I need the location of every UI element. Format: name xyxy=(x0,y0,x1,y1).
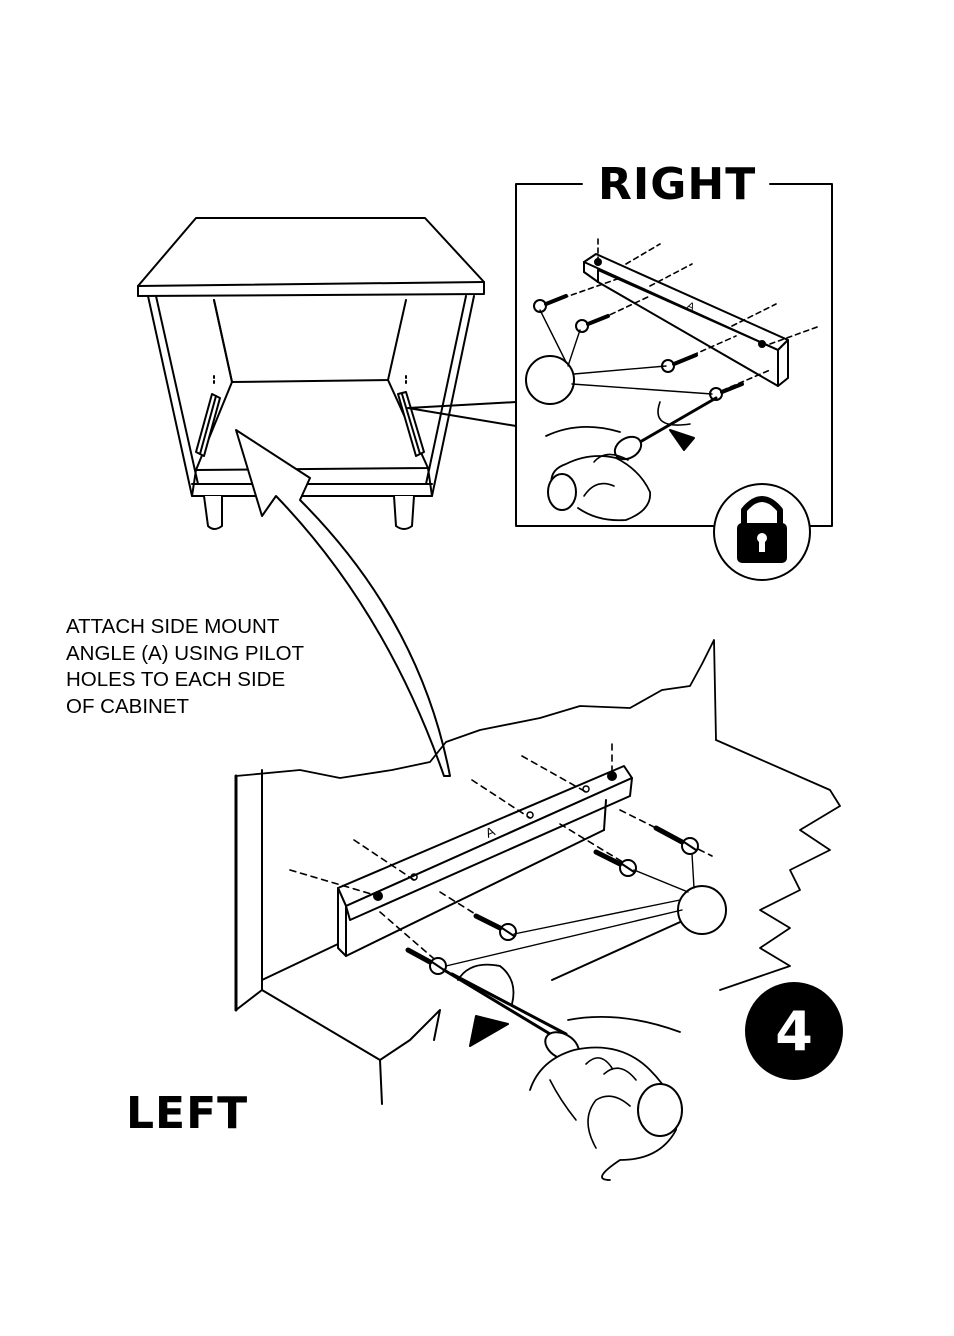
right-screw-4 xyxy=(709,382,744,401)
cabinet-right-angle xyxy=(397,375,425,457)
curved-arrow-icon xyxy=(235,429,451,777)
right-detail-circle xyxy=(525,355,575,405)
right-detail-box: A xyxy=(515,183,833,581)
step-number-badge: 4 xyxy=(745,982,843,1080)
left-screw-3 xyxy=(593,849,637,877)
left-detail-circle xyxy=(677,885,727,935)
right-screwdriver-icon xyxy=(545,396,718,522)
right-screw-1 xyxy=(533,294,568,313)
cabinet-illustration xyxy=(137,217,517,530)
left-screwdriver-icon xyxy=(442,963,683,1181)
right-side-mount-angle: A xyxy=(583,253,789,387)
right-screw-2 xyxy=(575,314,610,333)
right-screw-3 xyxy=(661,353,698,373)
left-detail-scene: A xyxy=(234,639,841,1181)
left-screw-2 xyxy=(473,913,517,941)
lock-icon xyxy=(713,483,811,581)
left-screw-1 xyxy=(405,947,447,975)
right-label: RIGHT xyxy=(598,159,757,210)
instruction-text: ATTACH SIDE MOUNT ANGLE (A) USING PILOT … xyxy=(66,615,305,718)
left-screw-4 xyxy=(653,825,699,855)
cabinet-left-angle xyxy=(195,375,221,457)
left-side-mount-angle: A xyxy=(337,765,633,957)
left-label: LEFT xyxy=(126,1088,249,1139)
